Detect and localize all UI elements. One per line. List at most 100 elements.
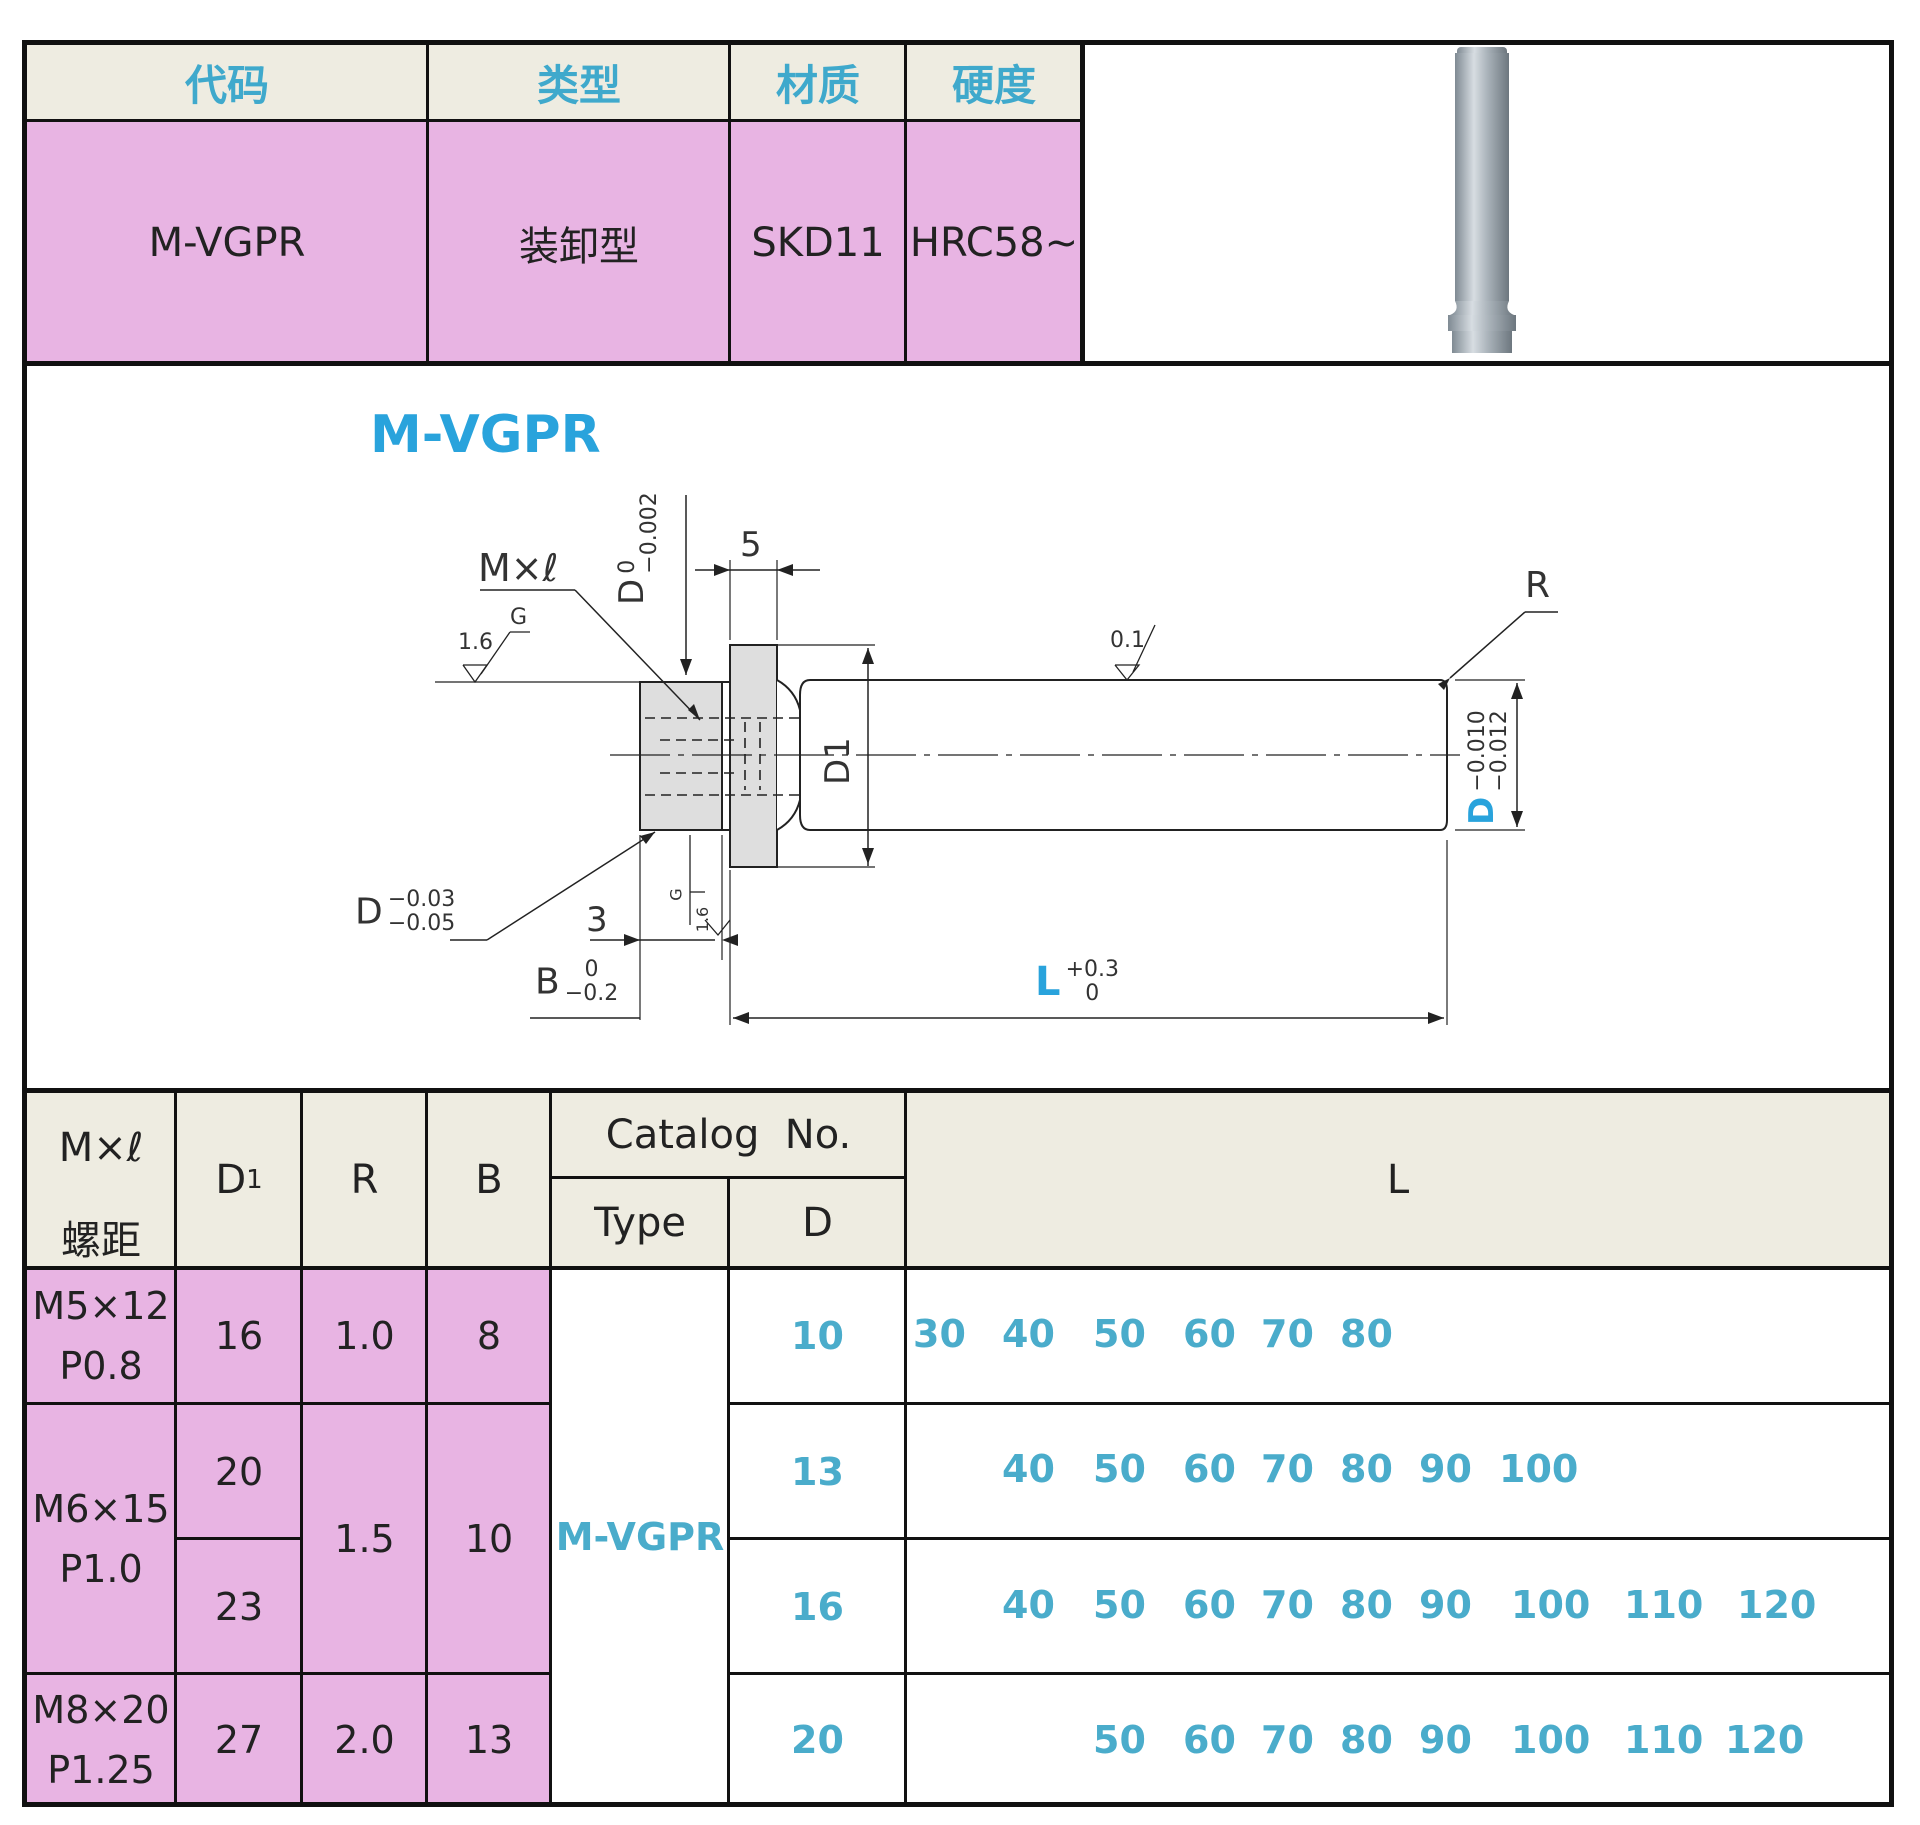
l-r2-70: 70 xyxy=(1261,1447,1314,1491)
d-left-letter: D xyxy=(355,891,383,933)
frame-top xyxy=(22,40,1894,45)
row-sep-3b xyxy=(729,1672,1894,1675)
sep-drawing-table xyxy=(22,1088,1894,1093)
d-top-tol-lower: −0.002 xyxy=(636,492,662,574)
th-type: Type xyxy=(594,1200,686,1246)
tbl-header-bottom xyxy=(22,1266,1894,1270)
l-r2-50: 50 xyxy=(1093,1447,1146,1491)
value-code: M-VGPR xyxy=(148,219,306,266)
l-r3-50: 50 xyxy=(1093,1583,1146,1627)
l-r3-80: 80 xyxy=(1340,1583,1393,1627)
d-right-tol-lower: −0.012 xyxy=(1486,710,1512,792)
cell-b-group-1: 8 xyxy=(476,1314,502,1358)
label-b: B 0 −0.2 xyxy=(535,958,618,1006)
l-r4-90: 90 xyxy=(1419,1718,1472,1762)
p-group-3: P1.25 xyxy=(47,1747,155,1792)
tbl-v6 xyxy=(904,1088,907,1807)
l-r1-70: 70 xyxy=(1261,1312,1314,1356)
spec-v1 xyxy=(426,40,429,364)
row-sep-2a xyxy=(176,1537,302,1540)
cell-d-row-1: 10 xyxy=(791,1314,844,1358)
l-r4-120: 120 xyxy=(1725,1718,1805,1762)
header-type: 类型 xyxy=(536,60,621,110)
header-code: 代码 xyxy=(184,60,269,110)
label-d-right: D −0.010 −0.012 xyxy=(1462,710,1512,825)
cell-r-group-2: 1.5 xyxy=(334,1517,395,1561)
d-left-tol-lower: −0.05 xyxy=(387,911,456,936)
l-r3-60: 60 xyxy=(1183,1583,1236,1627)
cell-m-group-3: M8×20 P1.25 xyxy=(26,1674,176,1805)
d-right-letter: D xyxy=(1462,796,1502,825)
value-material: SKD11 xyxy=(751,219,885,266)
cell-d-row-2: 13 xyxy=(791,1449,844,1494)
l-r3-100: 100 xyxy=(1511,1583,1591,1627)
th-catalog: Catalog No. xyxy=(605,1112,852,1158)
row-sep-2b xyxy=(729,1537,1894,1540)
l-r4-100: 100 xyxy=(1511,1718,1591,1762)
value-type: 装卸型 xyxy=(519,223,639,270)
label-m-x-l: M×ℓ xyxy=(478,546,559,590)
d-right-tol-upper: −0.010 xyxy=(1464,710,1490,792)
label-rough-1-6-bottom: 1.6 xyxy=(693,906,713,933)
spec-v3 xyxy=(904,40,907,364)
l-r1-50: 50 xyxy=(1093,1312,1146,1356)
th-r: R xyxy=(350,1157,379,1203)
d-top-tol-upper: 0 xyxy=(614,559,640,574)
d-top-letter: D xyxy=(612,578,652,605)
tbl-v2 xyxy=(300,1088,303,1807)
header-hardness: 硬度 xyxy=(951,60,1036,110)
cell-b-group-3: 13 xyxy=(464,1717,514,1762)
l-r2-100: 100 xyxy=(1499,1447,1579,1491)
label-three: 3 xyxy=(586,900,608,940)
row-sep-1b xyxy=(729,1402,1894,1405)
cell-d1-row-2: 20 xyxy=(214,1449,264,1494)
label-d-top: D 0 −0.002 xyxy=(612,492,662,605)
m-group-3: M8×20 xyxy=(32,1687,170,1732)
label-r: R xyxy=(1525,565,1551,606)
cell-m-group-1: M5×12 P0.8 xyxy=(26,1268,176,1404)
row-sep-3a xyxy=(22,1672,551,1675)
b-tol-lower: −0.2 xyxy=(564,981,619,1006)
th-l: L xyxy=(1386,1157,1410,1203)
l-r3-110: 110 xyxy=(1624,1583,1704,1627)
cell-d-row-4: 20 xyxy=(791,1717,844,1762)
tbl-v3 xyxy=(425,1088,428,1807)
spec-header-line xyxy=(22,119,1082,122)
label-l: L +0.3 0 xyxy=(1035,958,1119,1006)
m-group-2: M6×15 xyxy=(32,1487,170,1531)
l-r1-80: 80 xyxy=(1340,1312,1393,1356)
frame-bottom xyxy=(22,1802,1894,1807)
cell-d1-row-4: 27 xyxy=(214,1717,264,1762)
l-r4-50: 50 xyxy=(1093,1718,1146,1762)
m-group-1: M5×12 xyxy=(32,1284,170,1328)
cell-d1-row-3: 23 xyxy=(214,1584,264,1629)
l-r1-60: 60 xyxy=(1183,1312,1236,1356)
p-group-1: P0.8 xyxy=(59,1344,143,1388)
cell-r-group-1: 1.0 xyxy=(334,1314,395,1358)
row-sep-1a xyxy=(22,1402,551,1405)
cell-type: M-VGPR xyxy=(555,1514,725,1559)
technical-drawing xyxy=(435,495,1558,1025)
frame-right xyxy=(1889,40,1894,1807)
cell-r-group-3: 2.0 xyxy=(334,1717,395,1762)
label-g: G xyxy=(510,605,528,630)
spec-v4 xyxy=(1080,40,1085,364)
label-d-left: D −0.03 −0.05 xyxy=(355,888,455,936)
l-tol-lower: 0 xyxy=(1085,981,1100,1006)
b-tol-upper: 0 xyxy=(584,957,599,982)
tbl-v4 xyxy=(549,1088,552,1807)
label-g-bottom: G xyxy=(666,888,686,901)
l-r4-70: 70 xyxy=(1261,1718,1314,1762)
header-material: 材质 xyxy=(775,60,860,110)
spec-v2 xyxy=(728,40,731,364)
l-tol-upper: +0.3 xyxy=(1065,957,1120,982)
th-pitch: 螺距 xyxy=(61,1218,141,1264)
tbl-v1 xyxy=(174,1088,177,1807)
table-header-bg xyxy=(26,1092,1890,1268)
cell-d-row-3: 16 xyxy=(791,1584,844,1629)
label-five: 5 xyxy=(740,525,762,565)
sep-spec-drawing xyxy=(22,361,1894,366)
label-rough-1-6: 1.6 xyxy=(458,630,493,655)
l-r2-90: 90 xyxy=(1419,1447,1472,1491)
l-r2-60: 60 xyxy=(1183,1447,1236,1491)
